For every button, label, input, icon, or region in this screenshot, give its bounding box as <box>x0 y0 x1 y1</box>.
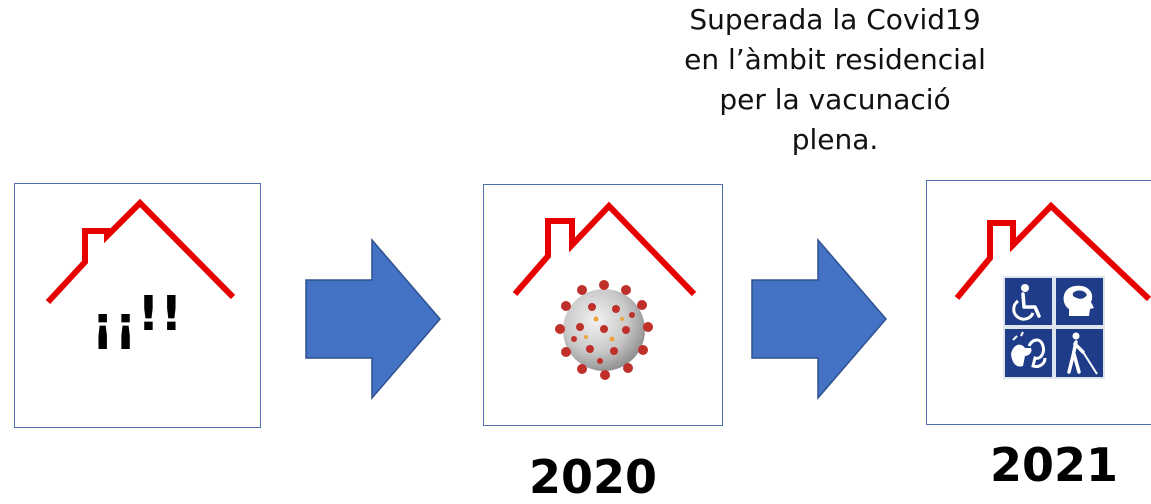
sign-language-icon <box>1005 329 1052 377</box>
coronavirus-icon <box>555 280 653 380</box>
year-label-2020: 2020 <box>529 450 658 504</box>
stage-card-2020 <box>483 184 723 426</box>
year-label-2021: 2021 <box>990 438 1119 492</box>
caption-line-2: en l’àmbit residencial <box>684 43 986 76</box>
exclamation-marks-closing: !! <box>137 286 184 342</box>
caption-line-1: Superada la Covid19 <box>689 3 981 36</box>
house-icon <box>45 198 236 305</box>
stage-card-before: ¡¡!! <box>14 183 261 428</box>
caption-line-3: per la vacunació <box>719 83 951 116</box>
exclamation-marks: ¡¡!! <box>15 286 260 352</box>
caption: Superada la Covid19 en l’àmbit residenci… <box>655 0 1015 160</box>
arrow-right-icon <box>305 238 441 400</box>
caption-line-4: plena. <box>791 123 879 156</box>
wheelchair-icon <box>1005 278 1052 325</box>
accessibility-icons <box>1003 276 1105 379</box>
house-icon <box>954 201 1151 302</box>
arrow-right-icon <box>751 238 887 400</box>
cognitive-disability-icon <box>1056 278 1103 325</box>
blind-person-icon <box>1056 329 1103 377</box>
stage-card-2021 <box>926 180 1151 425</box>
house-icon <box>512 201 697 297</box>
inverted-exclamation-marks: ¡¡ <box>91 296 138 352</box>
